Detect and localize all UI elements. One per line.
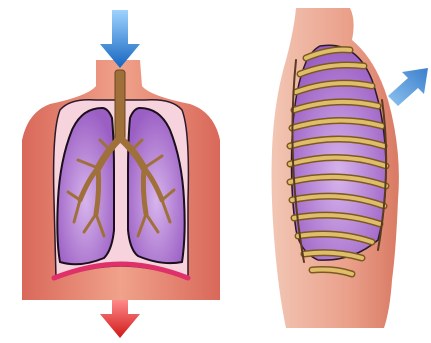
inflow-arrow [100,10,140,68]
trachea [115,70,125,140]
chest-expansion-arrow [388,68,428,106]
front-view-panel [22,10,220,338]
diaphragm-arrow [100,300,140,338]
side-view-panel [272,8,429,328]
